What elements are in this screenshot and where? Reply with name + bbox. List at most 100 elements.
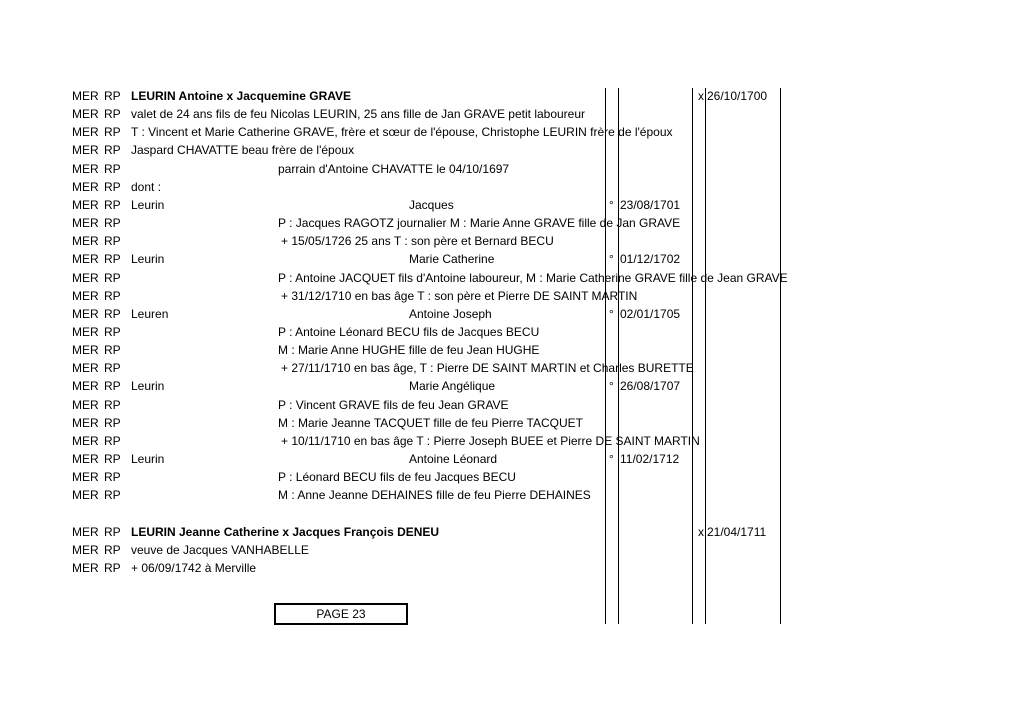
column-rule-4 [705,88,706,624]
cell-deg: ° [609,252,614,267]
cell-mer: MER [72,107,99,122]
cell-mid: parrain d'Antoine CHAVATTE le 04/10/1697 [278,161,510,176]
cell-rp: RP [104,524,121,539]
cell-mer: MER [72,125,99,140]
cell-mer: MER [72,216,99,231]
cell-mid: M : Anne Jeanne DEHAINES fille de feu Pi… [278,488,591,503]
cell-mid: M : Marie Jeanne TACQUET fille de feu Pi… [278,415,583,430]
cell-text: Leurin [131,452,165,466]
cell-deg: ° [609,452,614,466]
cell-text: LEURIN Antoine x Jacquemine GRAVE [131,89,352,103]
cell-text: LEURIN Jeanne Catherine x Jacques Franço… [131,524,440,539]
cell-date1: 01/12/1702 [620,252,681,267]
cell-text: Jaspard CHAVATTE beau frère de l'époux [131,143,355,158]
cell-text: Leurin [131,197,165,212]
cell-mid: P : Antoine Léonard BECU fils de Jacques… [278,324,540,339]
record-row: MER RP + 31/12/1710 en bas âge T : son pèr… [0,287,1024,305]
cell-mer: MER [72,452,99,466]
cell-rp: RP [104,542,121,557]
cell-mer: MER [72,343,99,358]
record-row: MER RP veuve de Jacques VANHABELLE [0,541,1024,559]
page-number-box: PAGE 23 [274,603,408,625]
cell-rp: RP [104,488,121,503]
column-rule-5 [780,88,781,624]
cell-child: Marie Catherine [409,252,495,267]
cell-text: Leurin [131,379,165,394]
cell-mer: MER [72,324,99,339]
cell-date1: 02/01/1705 [620,306,681,321]
cell-mid2: + 15/05/1726 25 ans T : son père et Bern… [281,234,554,249]
cell-mid2: + 10/11/1710 en bas âge T : Pierre Josep… [281,433,700,448]
cell-mer: MER [72,252,99,267]
cell-mer: MER [72,143,99,158]
cell-mer: MER [72,560,99,575]
cell-mer: MER [72,161,99,176]
cell-mer: MER [72,197,99,212]
cell-mid2: + 31/12/1710 en bas âge T : son père et … [281,288,638,303]
cell-rp: RP [104,415,121,430]
cell-rp: RP [104,89,121,103]
cell-text: Leuren [131,306,169,321]
column-rule-3 [692,88,693,624]
record-row: MER RP parrain d'Antoine CHAVATTE le 04/10… [0,160,1024,178]
cell-mer: MER [72,361,99,376]
cell-date1: 23/08/1701 [620,197,681,212]
record-row: MER RP P : Léonard BECU fils de feu Jacque… [0,468,1024,486]
cell-rp: RP [104,161,121,176]
cell-date2: 21/04/1711 [707,524,767,539]
cell-text: T : Vincent et Marie Catherine GRAVE, fr… [131,125,673,140]
cell-rp: RP [104,234,121,249]
cell-mer: MER [72,288,99,303]
page-label: PAGE 23 [316,607,366,621]
cell-mer: MER [72,542,99,557]
cell-deg: ° [609,197,614,212]
cell-child: Antoine Léonard [409,452,498,466]
cell-x: x [698,89,704,103]
cell-rp: RP [104,270,121,285]
cell-rp: RP [104,288,121,303]
cell-text: dont : [131,179,162,194]
cell-rp: RP [104,433,121,448]
cell-date2: 26/10/1700 [707,89,768,103]
cell-date1: 11/02/1712 [620,452,680,466]
cell-text: valet de 24 ans fils de feu Nicolas LEUR… [131,107,586,122]
record-row: MER RP T : Vincent et Marie Catherine GRAV… [0,123,1024,141]
column-rule-1 [605,88,606,624]
cell-child: Marie Angélique [409,379,496,394]
cell-text: veuve de Jacques VANHABELLE [131,542,309,557]
record-row: MER RP Leurin Antoine Léonard ° 11/02/1712 [0,450,1024,468]
cell-mid: M : Marie Anne HUGHE fille de feu Jean H… [278,343,540,358]
cell-mid: P : Léonard BECU fils de feu Jacques BEC… [278,470,516,485]
cell-mer: MER [72,179,99,194]
cell-x: x [698,524,704,539]
cell-mid: P : Jacques RAGOTZ journalier M : Marie … [278,216,681,231]
cell-mer: MER [72,470,99,485]
cell-rp: RP [104,470,121,485]
cell-mid: P : Vincent GRAVE fils de feu Jean GRAVE [278,397,509,412]
cell-child: Antoine Joseph [409,306,492,321]
cell-rp: RP [104,125,121,140]
record-row: MER RP dont : [0,178,1024,196]
cell-text: + 06/09/1742 à Merville [131,560,257,575]
cell-rp: RP [104,107,121,122]
cell-rp: RP [104,452,121,466]
cell-rp: RP [104,179,121,194]
cell-mer: MER [72,306,99,321]
cell-mer: MER [72,379,99,394]
cell-mer: MER [72,89,99,103]
cell-deg: ° [609,379,614,394]
column-rule-2 [618,88,619,624]
